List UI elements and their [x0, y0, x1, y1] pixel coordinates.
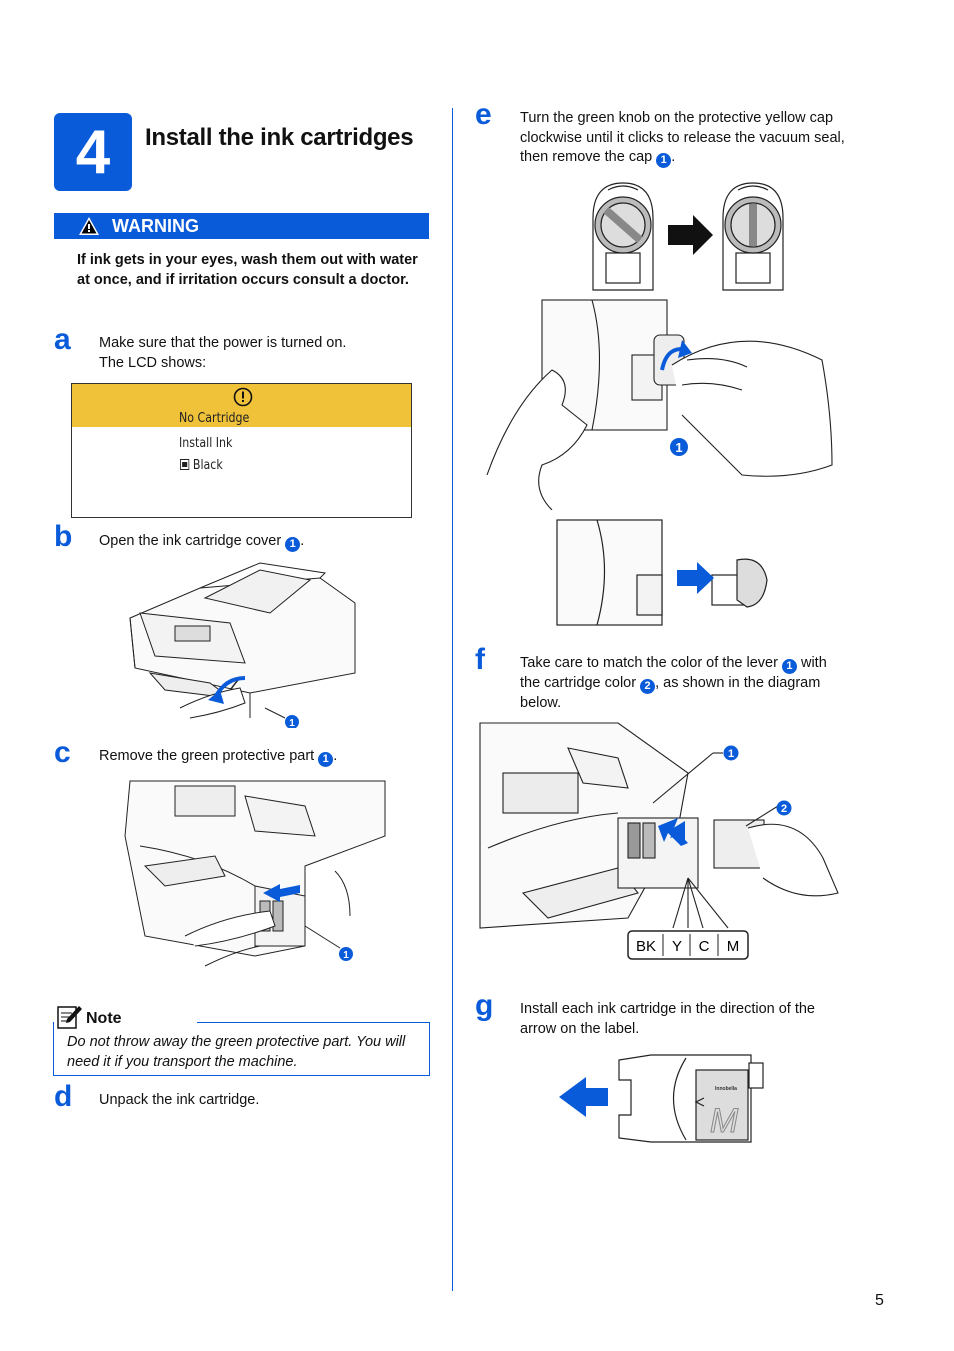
- step-letter-e: e: [475, 98, 492, 131]
- cartridge-cap-removed-illustration: [556, 519, 768, 626]
- note-pencil-icon: [57, 1006, 82, 1029]
- printer-open-cover-illustration: 1: [129, 562, 356, 728]
- step-letter-a: a: [54, 323, 71, 356]
- note-box: [53, 1022, 430, 1076]
- warning-text: If ink gets in your eyes, wash them out …: [77, 252, 418, 288]
- step-e-text-body: Turn the green knob on the protective ye…: [520, 110, 845, 165]
- step-c-text: Remove the green protective part 1.: [99, 748, 338, 767]
- step-c-callout: 1: [318, 752, 334, 767]
- color-label-c: C: [699, 938, 710, 955]
- step-letter-b: b: [54, 520, 73, 553]
- color-label-m: M: [727, 938, 740, 955]
- step-f-text-b: with the cartridge color: [520, 655, 827, 691]
- lcd-line1: Install Ink: [179, 436, 233, 451]
- step-letter-g: g: [475, 989, 494, 1022]
- note-text: Do not throw away the green protective p…: [67, 1034, 406, 1070]
- step-a-line1: Make sure that the power is turned on.: [99, 335, 347, 351]
- step-number-badge: 4: [54, 113, 132, 191]
- step-f-callout1: 1: [781, 659, 797, 674]
- step-e-text: Turn the green knob on the protective ye…: [520, 110, 845, 168]
- alert-circle-icon: [233, 387, 253, 407]
- callout-badge-f2: [776, 800, 792, 816]
- step-a-line2: The LCD shows:: [99, 354, 207, 371]
- step-e-callout: 1: [656, 153, 672, 168]
- step-letter-d: d: [54, 1080, 73, 1113]
- step-b-text-body: Open the ink cartridge cover: [99, 533, 282, 549]
- cartridge-color-match-illustration: 1 2 BK Y C M: [479, 722, 839, 960]
- warning-triangle-icon: [79, 217, 99, 235]
- hands-removing-cap-illustration: 1: [486, 299, 833, 510]
- lcd-line2: Black: [180, 458, 223, 473]
- lcd-line2-text: Black: [192, 458, 223, 473]
- step-letter-f: f: [475, 643, 485, 676]
- callout-badge-f1: [723, 745, 739, 761]
- callout-b-text: 1: [289, 718, 295, 728]
- step-b-callout: 1: [285, 537, 301, 552]
- step-d-text: Unpack the ink cartridge.: [99, 1092, 260, 1108]
- callout-f1-text: 1: [728, 748, 734, 760]
- cartridge-direction-illustration: Innobella M: [559, 1054, 764, 1143]
- note-top-rule: [197, 1022, 429, 1023]
- step-b-text: Open the ink cartridge cover 1.: [99, 533, 305, 552]
- warning-banner: WARNING: [54, 213, 429, 239]
- cap-turn-illustration: [592, 182, 784, 291]
- step-f-text-c: , as shown in the diagram below.: [520, 675, 821, 711]
- callout-badge-c: [339, 947, 353, 961]
- cartridge-brand-text: Innobella: [715, 1086, 737, 1092]
- page-title: Install the ink cartridges: [145, 124, 414, 151]
- column-divider: [452, 108, 453, 1291]
- step-g-text: Install each ink cartridge in the direct…: [520, 1001, 815, 1037]
- step-f-callout2: 2: [640, 679, 656, 694]
- page-number: 5: [875, 1292, 884, 1309]
- step-letter-c: c: [54, 736, 71, 769]
- color-label-y: Y: [672, 938, 682, 955]
- callout-badge-e: [670, 438, 688, 456]
- cartridge-letter-text: M: [710, 1102, 739, 1140]
- callout-c-text: 1: [343, 950, 349, 961]
- insert-direction-arrow-icon: [559, 1077, 608, 1117]
- note-label: Note: [86, 1010, 122, 1027]
- callout-f2-text: 2: [781, 803, 787, 815]
- callout-badge-b: [285, 715, 299, 728]
- step-f-text-a: Take care to match the color of the leve…: [520, 655, 778, 671]
- step-c-text-body: Remove the green protective part: [99, 748, 315, 764]
- warning-label: WARNING: [112, 216, 199, 236]
- callout-e-text: 1: [675, 440, 682, 455]
- lcd-display: No Cartridge Install Ink Black: [71, 383, 412, 518]
- step-f-text: Take care to match the color of the leve…: [520, 654, 850, 714]
- step-a-text: Make sure that the power is turned on. T…: [99, 334, 419, 373]
- printer-remove-protective-part-illustration: 1: [124, 780, 386, 967]
- color-label-bk: BK: [636, 938, 656, 955]
- ink-drop-icon: [180, 459, 190, 470]
- lcd-status-text: No Cartridge: [179, 411, 250, 426]
